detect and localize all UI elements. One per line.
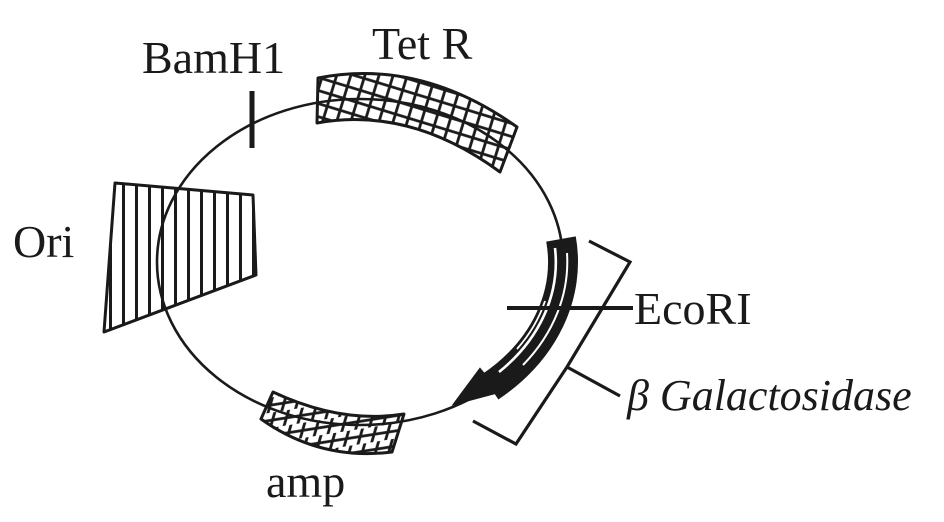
beta-galactosidase-leader-line [566, 365, 621, 398]
amp-gene-segment [259, 390, 406, 456]
beta-galactosidase-label: β Galactosidase [626, 371, 912, 420]
segment-highlight-streak [522, 252, 569, 366]
amp-label: amp [266, 456, 345, 507]
tetr-gene-segment [315, 72, 519, 174]
ori-label: Ori [13, 216, 74, 267]
tetr-label: Tet R [372, 18, 473, 69]
ecori-label: EcoRI [634, 283, 752, 334]
segment-highlight-streak [498, 247, 558, 374]
bamh1-label: BamH1 [142, 32, 285, 83]
ori-segment [102, 181, 258, 334]
beta-galactosidase-segment [481, 236, 578, 400]
segment-highlight-streak [516, 300, 546, 350]
beta-galactosidase-arrowhead [451, 367, 501, 406]
